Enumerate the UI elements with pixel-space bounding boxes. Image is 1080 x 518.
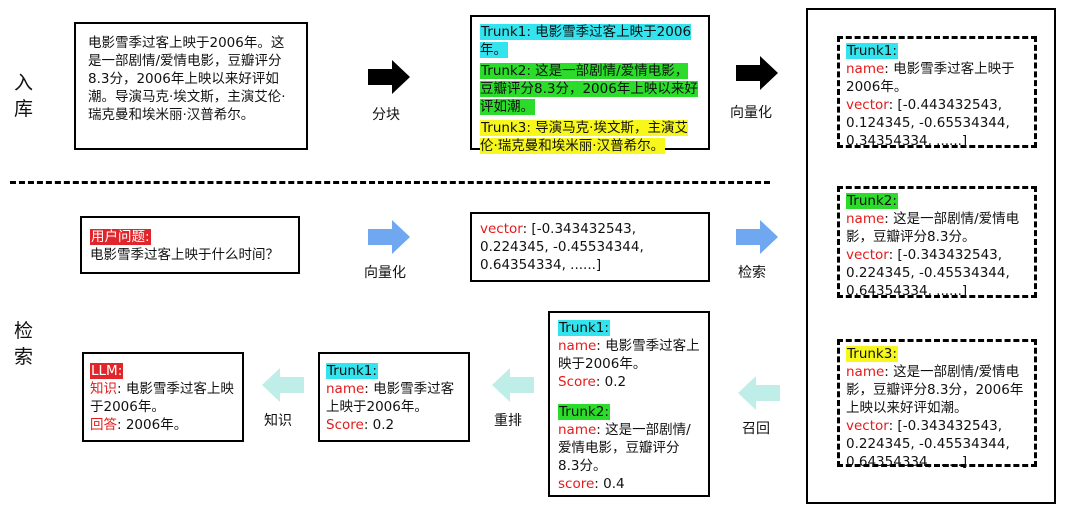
vector-key: vector xyxy=(846,418,889,434)
name-value: : 电影雪季过客上映于2006年。 xyxy=(326,381,455,415)
recalled-box: Trunk1: name: 电影雪季过客上映于2006年。 Score: 0.2… xyxy=(548,311,710,497)
name-key: name xyxy=(558,422,597,438)
score-key: Score xyxy=(558,374,596,390)
query-vector-key: vector xyxy=(480,221,523,237)
name-value: : 这是一部剧情/爱情电影，豆瓣评分8.3分。 xyxy=(558,422,691,474)
question-text: 电影雪季过客上映于什么时间？ xyxy=(90,247,279,263)
chunk-2: Trunk2: 这是一部剧情/爱情电影，豆瓣评分8.3分，2006年上映以来好评… xyxy=(480,63,698,115)
vector-key: vector xyxy=(846,97,889,113)
vector-value: : [-0.343432543, 0.224345, -0.45534344, … xyxy=(846,247,1010,299)
section-divider xyxy=(10,181,770,184)
label-recall: 召回 xyxy=(742,421,770,437)
query-vector-box: vector: [-0.343432543, 0.224345, -0.4553… xyxy=(470,212,710,282)
llm-box: LLM: 知识: 电影雪季过客上映于2006年。 回答: 2006年。 xyxy=(82,352,244,442)
answer-value: : 2006年。 xyxy=(117,417,188,433)
arrow-search-icon xyxy=(736,220,778,254)
chunk-3: Trunk3: 导演马克·埃文斯，主演艾伦·瑞克曼和埃米丽·汉普希尔。 xyxy=(480,120,688,154)
source-document-text: 电影雪季过客上映于2006年。这是一部剧情/爱情电影，豆瓣评分8.3分，2006… xyxy=(88,35,286,123)
store-entry-title: Trunk2: xyxy=(846,193,898,209)
label-search: 检索 xyxy=(738,265,766,281)
source-document-box: 电影雪季过客上映于2006年。这是一部剧情/爱情电影，豆瓣评分8.3分，2006… xyxy=(74,22,308,150)
arrow-knowledge-icon xyxy=(262,368,304,402)
vector-key: vector xyxy=(846,247,889,263)
score-value: : 0.2 xyxy=(595,374,627,390)
store-entry-3: Trunk3: name: 这是一部剧情/爱情电影，豆瓣评分8.3分，2006年… xyxy=(837,339,1037,470)
store-entry-title: Trunk1: xyxy=(846,43,898,59)
name-key: name xyxy=(326,381,365,397)
query-vector-value: : [-0.343432543, 0.224345, -0.45534344, … xyxy=(480,221,644,273)
user-question-box: 用户问题: 电影雪季过客上映于什么时间？ xyxy=(80,216,300,274)
arrow-vectorize-icon xyxy=(736,56,778,90)
score-value: : 0.4 xyxy=(594,476,625,492)
name-key: name xyxy=(846,61,885,77)
chunks-box: Trunk1: 电影雪季过客上映于2006年。 Trunk2: 这是一部剧情/爱… xyxy=(470,15,710,154)
name-key: name xyxy=(846,211,885,227)
answer-key: 回答 xyxy=(90,417,117,433)
reranked-box: Trunk1: name: 电影雪季过客上映于2006年。 Score: 0.2 xyxy=(318,352,470,442)
label-vectorize-query: 向量化 xyxy=(364,265,406,281)
knowledge-value: : 电影雪季过客上映于2006年。 xyxy=(90,381,234,415)
score-value: : 0.2 xyxy=(363,417,395,433)
label-knowledge: 知识 xyxy=(264,413,292,429)
score-key: Score xyxy=(326,417,364,433)
label-rerank: 重排 xyxy=(494,413,522,429)
name-key: name xyxy=(558,338,597,354)
store-entry-2: Trunk2: name: 这是一部剧情/爱情电影，豆瓣评分8.3分。 vect… xyxy=(837,186,1037,299)
name-key: name xyxy=(846,364,885,380)
side-label-retrieve: 检索 xyxy=(14,320,34,368)
store-entry-1: Trunk1: name: 电影雪季过客上映于2006年。 vector: [-… xyxy=(837,36,1037,149)
knowledge-key: 知识 xyxy=(90,381,117,397)
chunk-1: Trunk1: 电影雪季过客上映于2006年。 xyxy=(480,24,692,58)
label-vectorize-ingest: 向量化 xyxy=(730,105,772,121)
recalled-title: Trunk1: xyxy=(558,320,610,336)
store-entry-title: Trunk3: xyxy=(846,346,898,362)
label-chunk: 分块 xyxy=(372,107,400,123)
name-value: : 这是一部剧情/爱情电影，豆瓣评分8.3分，2006年上映以来好评如潮。 xyxy=(846,364,1024,416)
recalled-title: Trunk2: xyxy=(558,404,610,420)
score-key: score xyxy=(558,476,595,492)
arrow-recall-icon xyxy=(738,376,780,410)
arrow-chunk-icon xyxy=(368,60,410,94)
arrow-rerank-icon xyxy=(492,368,534,402)
vector-value: : [-0.343432543, 0.224345, -0.45534344, … xyxy=(846,418,1010,470)
name-value: : 这是一部剧情/爱情电影，豆瓣评分8.3分。 xyxy=(846,211,1020,245)
reranked-title: Trunk1: xyxy=(326,363,378,379)
vector-value: : [-0.443432543, 0.124345, -0.65534344, … xyxy=(846,97,1010,149)
question-label: 用户问题: xyxy=(90,229,151,245)
name-value: : 电影雪季过客上映于2006年。 xyxy=(846,61,1015,95)
arrow-vectorize-query-icon xyxy=(368,220,410,254)
llm-title: LLM: xyxy=(90,363,124,379)
side-label-ingest: 入库 xyxy=(14,72,34,120)
name-value: : 电影雪季过客上映于2006年。 xyxy=(558,338,700,372)
